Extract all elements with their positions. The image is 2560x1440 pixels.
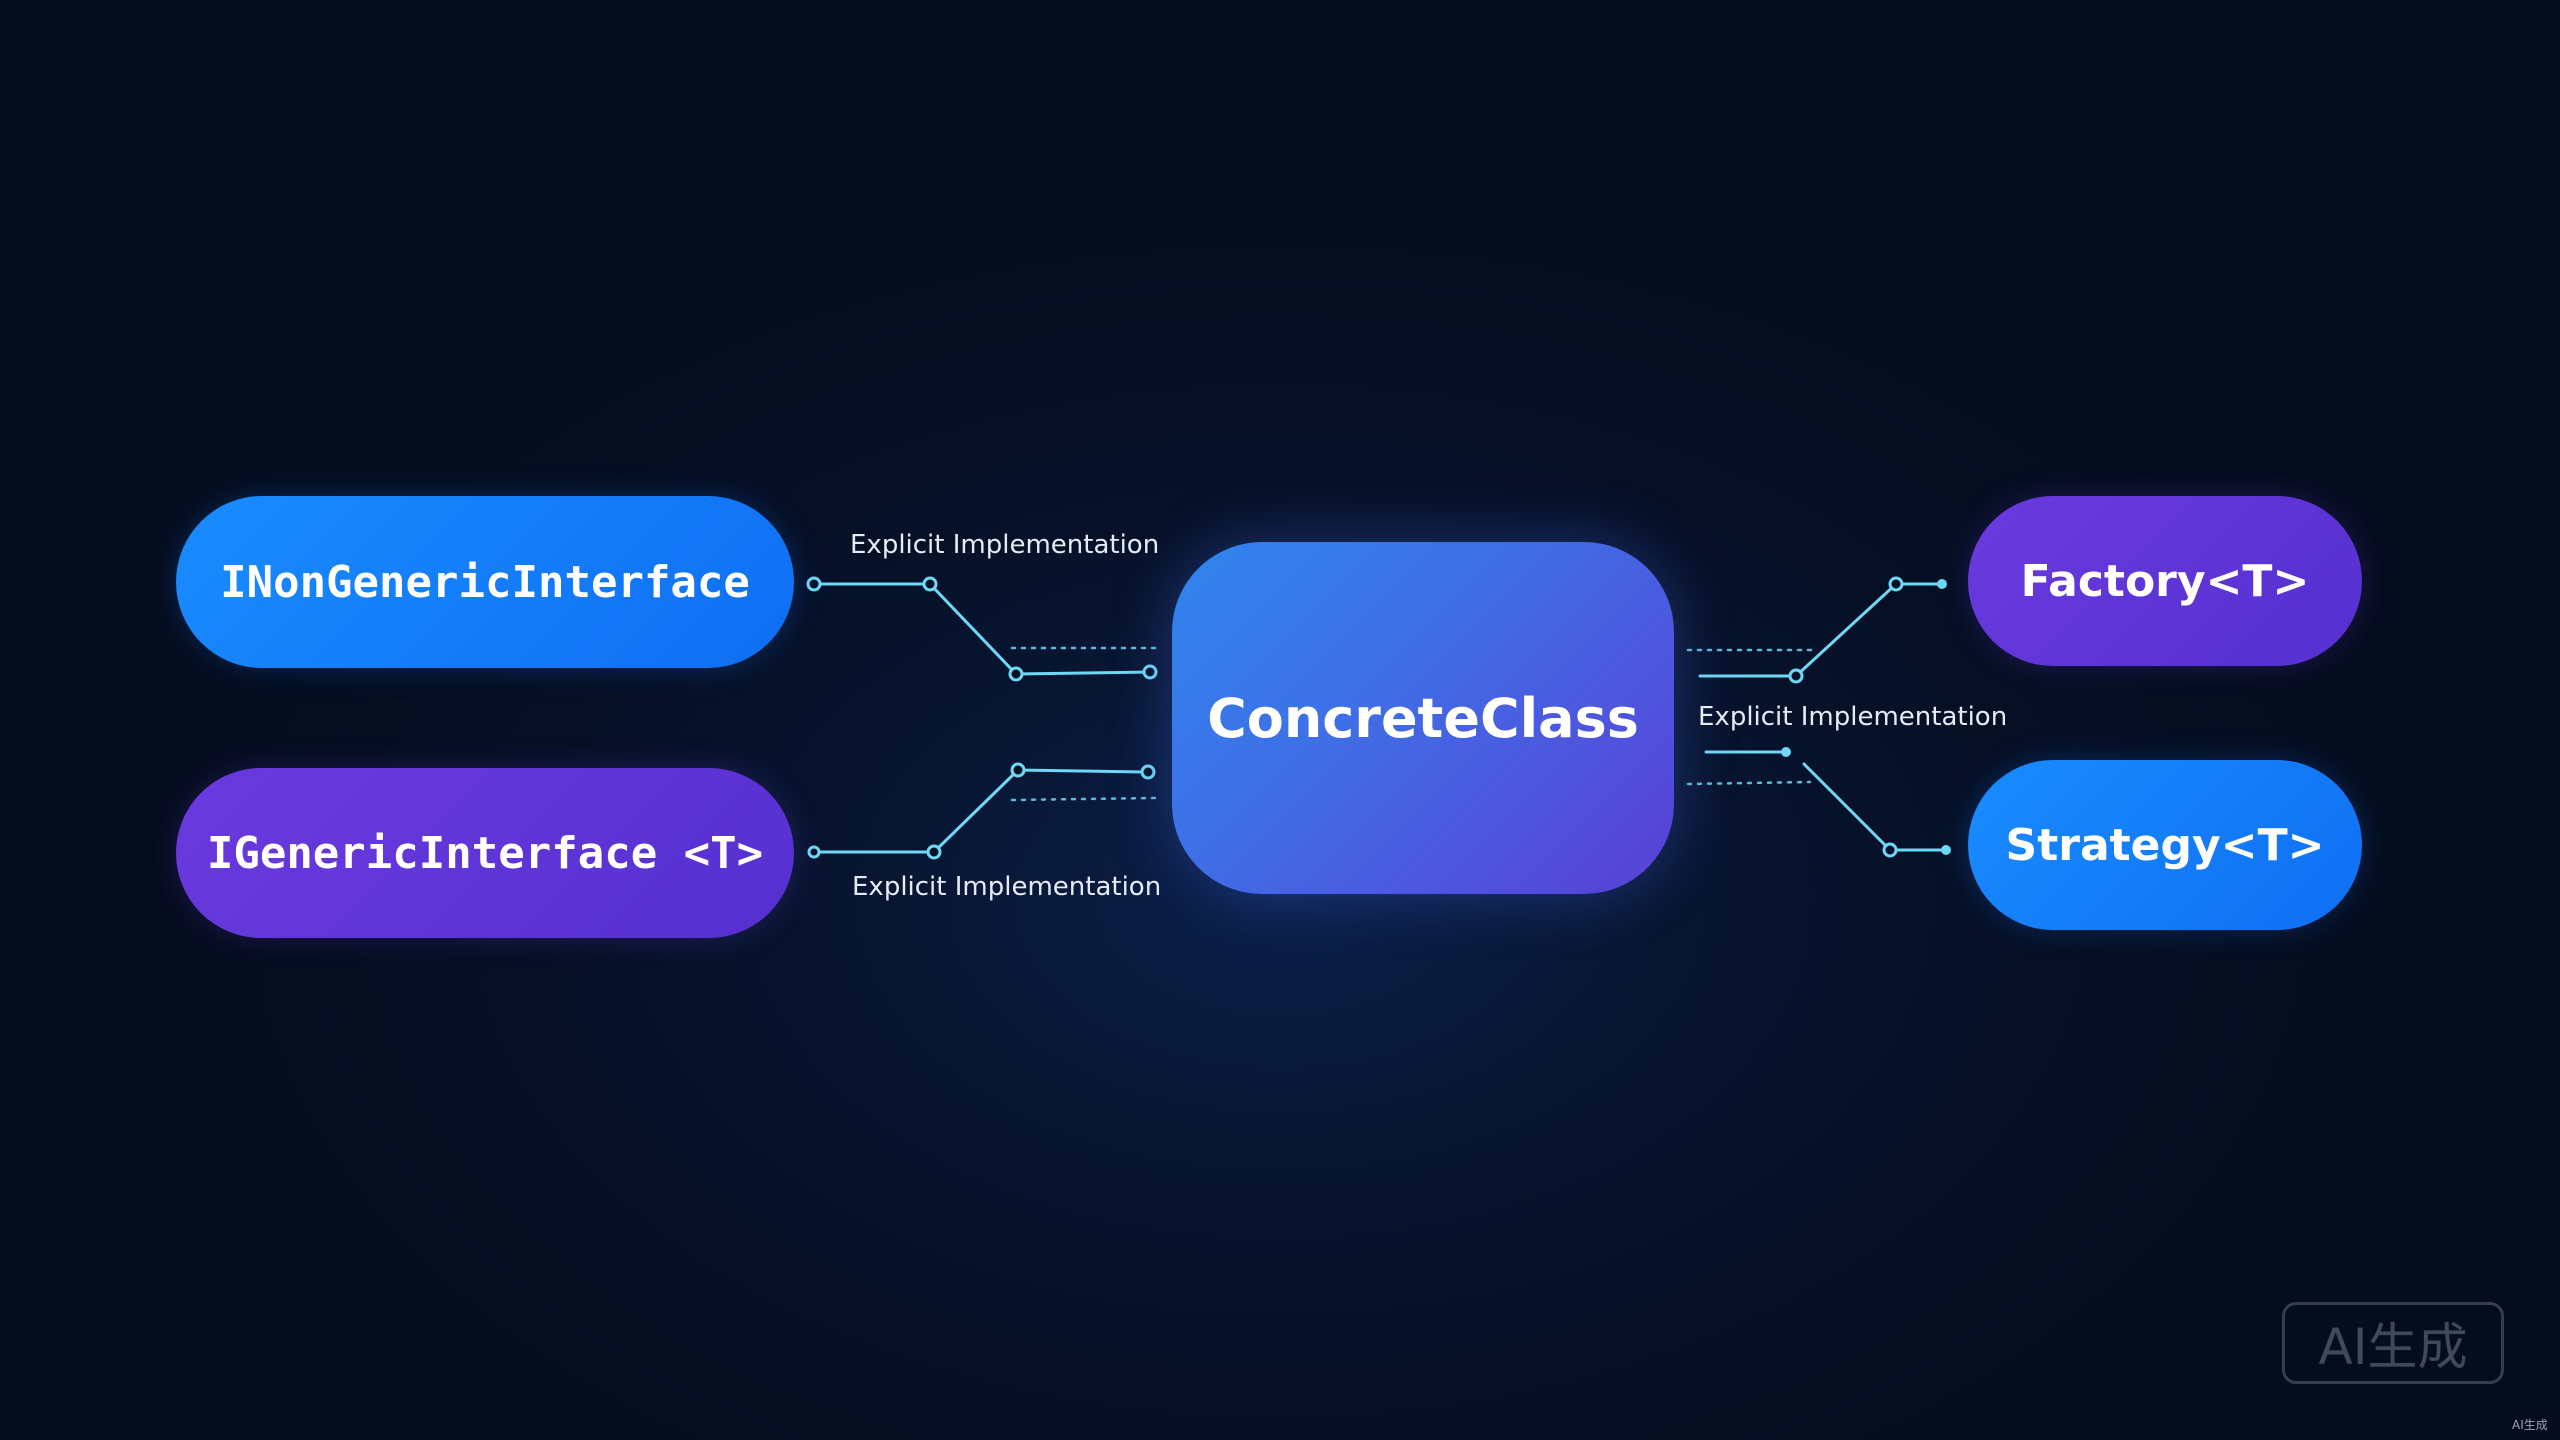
edge-label-bottom-left: Explicit Implementation: [852, 872, 1162, 902]
connector-dot: [1781, 747, 1791, 757]
factory-node: Factory<T>: [1968, 496, 2362, 666]
strategy-node: Strategy<T>: [1968, 760, 2362, 930]
connector-top-left: [812, 582, 1152, 676]
connector-node: [922, 576, 938, 592]
connector-right-bottom-dotted: [1686, 780, 1812, 786]
connector-node: [1008, 666, 1024, 682]
connector-node: [1142, 664, 1158, 680]
connector-node: [1010, 762, 1026, 778]
ai-generated-corner-mark: AI生成: [2512, 1418, 2548, 1432]
edge-label-top-left: Explicit Implementation: [850, 530, 1160, 560]
ai-generated-watermark: AI生成: [2282, 1302, 2504, 1384]
connector-dot: [1941, 845, 1951, 855]
connector-node: [1888, 576, 1904, 592]
connector-node: [926, 844, 942, 860]
connector-node: [806, 576, 822, 592]
connector-node: [1140, 764, 1156, 780]
connector-bottom-left-dotted: [1010, 796, 1158, 802]
igeneric-interface-node: IGenericInterface <T>: [176, 768, 794, 938]
concrete-class-node: ConcreteClass: [1172, 542, 1674, 894]
connector-node: [1882, 842, 1898, 858]
edge-label-right: Explicit Implementation: [1698, 702, 2008, 732]
connector-node: [807, 845, 821, 859]
connector-node: [1788, 668, 1804, 684]
connector-right-bottom: [1802, 762, 1948, 852]
connector-right-top: [1698, 582, 1944, 678]
connector-bottom-left: [812, 768, 1150, 854]
connector-dot: [1937, 579, 1947, 589]
inongeneric-interface-node: INonGenericInterface: [176, 496, 794, 668]
